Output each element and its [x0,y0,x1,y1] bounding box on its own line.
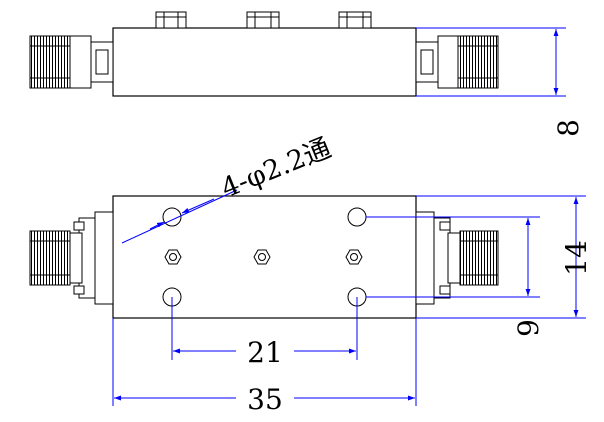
dim-height-total-label: 14 [560,240,593,276]
dim-height-side-label: 8 [552,119,585,137]
dim-height-total: 14 [416,195,593,319]
tuning-screw-1 [164,249,182,265]
hole-callout-label: 4-φ2.2通 [217,133,335,205]
top-right-connector [415,211,499,305]
side-body [112,27,417,97]
dim-hole-spacing-h: 21 [171,297,358,369]
dim-length-total: 35 [112,318,417,416]
mount-hole-tr [347,207,367,227]
side-right-connector [415,35,499,89]
side-view: 8 [29,11,585,137]
dim-hole-spacing-h-label: 21 [247,336,283,369]
tuning-screw-3 [345,249,363,265]
top-nut-1 [155,11,187,29]
top-left-connector [29,211,114,305]
side-left-connector [29,35,114,89]
tuning-screw-2 [253,249,271,265]
dim-hole-spacing-v: 9 [366,216,545,337]
top-nut-2 [246,11,280,29]
dim-length-total-label: 35 [247,383,283,416]
top-nut-3 [338,11,372,29]
top-view: 4-φ2.2通 14 9 21 [29,133,593,416]
dim-hole-spacing-v-label: 9 [512,319,545,337]
dim-height-side: 8 [416,27,585,137]
